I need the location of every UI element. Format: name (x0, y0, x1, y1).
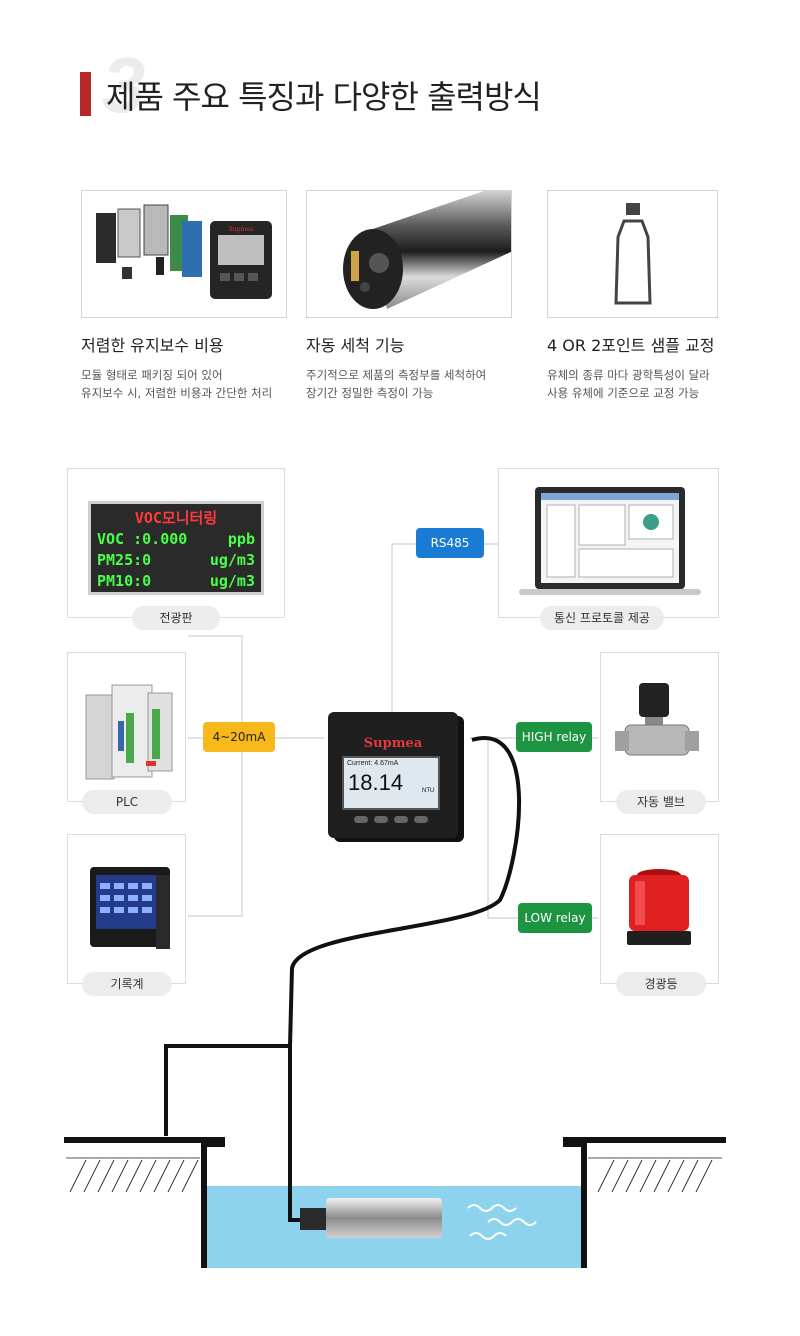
feature-title: 4 OR 2포인트 샘플 교정 (547, 336, 715, 355)
feature-desc: 주기적으로 제품의 측정부를 세척하여 장기간 정밀한 측정이 가능 (306, 368, 487, 400)
label-display-board: 전광판 (132, 606, 220, 630)
controller-unit: NTU (422, 788, 435, 794)
section-header: 3 제품 주요 특징과 다양한 출력방식 (80, 40, 680, 130)
page-title: 제품 주요 특징과 다양한 출력방식 (106, 78, 542, 116)
sensor-probe-image (306, 190, 512, 318)
recorder-box (67, 834, 186, 984)
module-parts-image: Supmea (81, 190, 287, 318)
label-comm: 통신 프로토콜 제공 (540, 606, 664, 630)
controller-reading: 18.14 (348, 770, 404, 795)
controller-brand: Supmea (363, 736, 423, 751)
label-alarm: 경광등 (616, 972, 706, 996)
plc-box (67, 652, 186, 802)
sample-bottle-image (547, 190, 718, 318)
feature-maintenance: Supmea 저렴한 유지보수 비용 모듈 형태로 패키징 되어 있어 유지보수… (81, 190, 287, 402)
svg-text:Supmea: Supmea (229, 226, 254, 233)
feature-desc: 유체의 종류 마다 광학특성이 달라 사용 유체에 기준으로 교정 가능 (547, 368, 710, 400)
turbidity-controller: Supmea Current: 4.67mA 18.14 NTU (320, 708, 472, 840)
valve-box (600, 652, 719, 802)
label-recorder: 기록계 (82, 972, 172, 996)
controller-button (354, 816, 368, 823)
controller-button (414, 816, 428, 823)
alarm-box (600, 834, 719, 984)
feature-desc: 모듈 형태로 패키징 되어 있어 유지보수 시, 저렴한 비용과 간단한 처리 (81, 368, 273, 400)
feature-calibration: 4 OR 2포인트 샘플 교정 유체의 종류 마다 광학특성이 달라 사용 유체… (547, 190, 753, 402)
tag-analog: 4~20mA (203, 722, 275, 752)
controller-current: Current: 4.67mA (347, 760, 399, 767)
controller-button (394, 816, 408, 823)
led-title: VOC모니터링 (134, 509, 218, 527)
feature-title: 자동 세척 기능 (306, 336, 405, 355)
label-plc: PLC (82, 790, 172, 814)
accent-bar (80, 72, 91, 116)
section-number: 3 (102, 41, 146, 129)
comm-box (498, 468, 719, 618)
tag-high-relay: HIGH relay (516, 722, 592, 752)
controller-screen: Current: 4.67mA 18.14 NTU (342, 756, 440, 810)
feature-title: 저렴한 유지보수 비용 (81, 336, 224, 355)
feature-auto-clean: 자동 세척 기능 주기적으로 제품의 측정부를 세척하여 장기간 정밀한 측정이… (306, 190, 512, 402)
label-valve: 자동 밸브 (616, 790, 706, 814)
tag-low-relay: LOW relay (518, 903, 592, 933)
tag-rs485: RS485 (416, 528, 484, 558)
controller-button (374, 816, 388, 823)
